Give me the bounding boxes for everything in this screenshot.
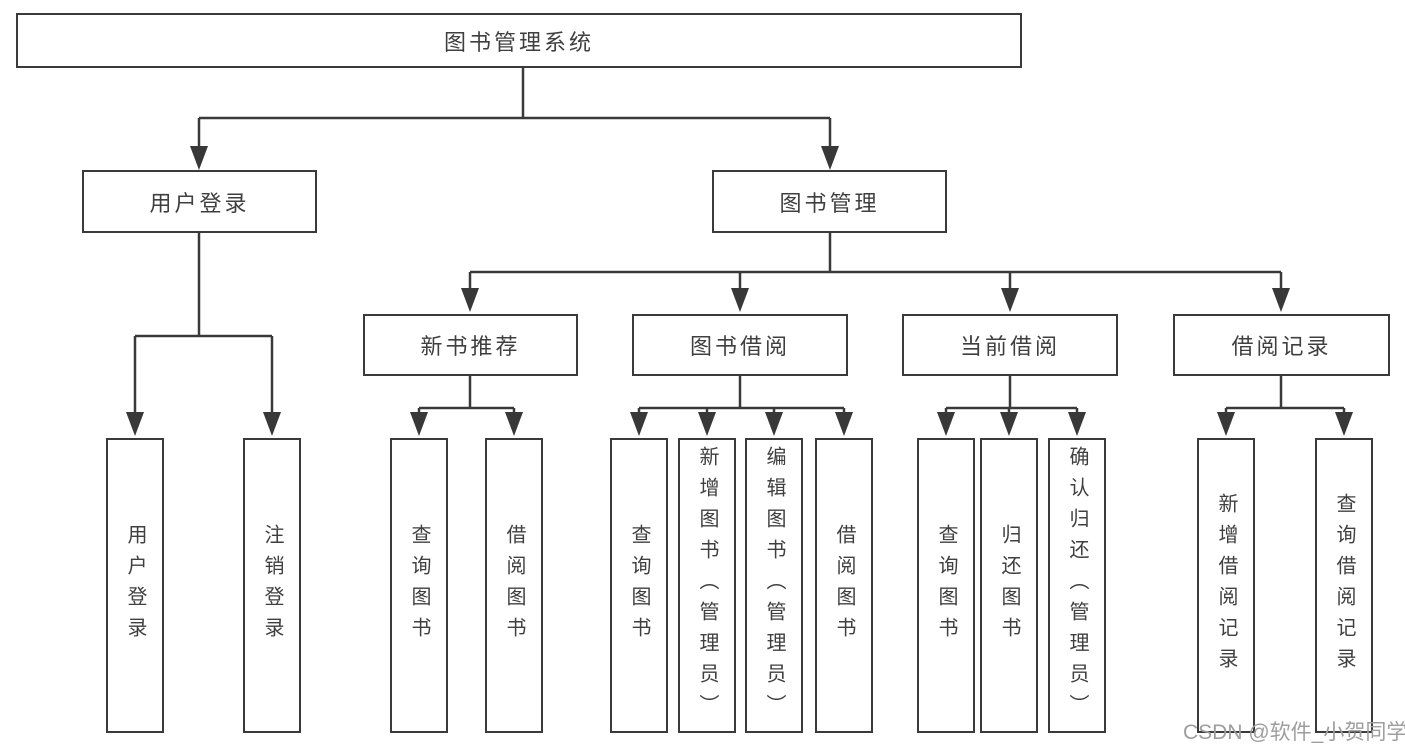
node-label: 确认归还（管理员） bbox=[1066, 446, 1088, 725]
node-borrowing-records: 借阅记录 bbox=[1173, 314, 1390, 376]
node-label: 借阅图书 bbox=[503, 523, 525, 648]
elbow-connectors bbox=[133, 68, 1346, 413]
leaf-query-borrow-record: 查询借阅记录 bbox=[1315, 438, 1373, 733]
node-label: 新增图书（管理员） bbox=[696, 446, 718, 725]
node-book-management: 图书管理 bbox=[712, 170, 947, 233]
node-label: 注销登录 bbox=[261, 523, 283, 648]
node-label: 当前借阅 bbox=[959, 334, 1060, 359]
node-label: 用户登录 bbox=[149, 190, 250, 216]
node-label: 图书借阅 bbox=[689, 334, 790, 359]
leaf-user-login: 用户登录 bbox=[106, 438, 164, 733]
node-library-management-system: 图书管理系统 bbox=[16, 13, 1022, 68]
leaf-query-books-recommend: 查询图书 bbox=[390, 438, 448, 733]
leaf-add-books-admin: 新增图书（管理员） bbox=[678, 438, 736, 733]
node-label: 图书管理系统 bbox=[443, 29, 594, 55]
leaf-confirm-return-admin: 确认归还（管理员） bbox=[1048, 438, 1106, 733]
leaf-edit-books-admin: 编辑图书（管理员） bbox=[745, 438, 803, 733]
leaf-query-books-borrowing: 查询图书 bbox=[610, 438, 668, 733]
node-label: 查询图书 bbox=[935, 523, 957, 648]
csdn-watermark: CSDN @软件_小贺同学 bbox=[1183, 721, 1405, 744]
leaf-borrow-books-borrowing: 借阅图书 bbox=[815, 438, 873, 733]
node-label: 编辑图书（管理员） bbox=[763, 446, 785, 725]
leaf-query-books-current: 查询图书 bbox=[917, 438, 975, 733]
node-book-borrowing: 图书借阅 bbox=[632, 314, 848, 376]
node-current-borrowing: 当前借阅 bbox=[902, 314, 1118, 376]
node-label: 归还图书 bbox=[998, 523, 1020, 648]
node-label: 借阅图书 bbox=[833, 523, 855, 648]
node-label: 图书管理 bbox=[779, 190, 880, 216]
node-label: 新增借阅记录 bbox=[1215, 492, 1237, 679]
arrowheads bbox=[126, 146, 1353, 436]
node-label: 用户登录 bbox=[124, 523, 146, 648]
node-new-book-recommendation: 新书推荐 bbox=[363, 314, 578, 376]
node-label: 查询图书 bbox=[408, 523, 430, 648]
node-label: 新书推荐 bbox=[420, 334, 521, 359]
node-label: 查询借阅记录 bbox=[1333, 492, 1355, 679]
leaf-borrow-books-recommend: 借阅图书 bbox=[485, 438, 543, 733]
leaf-return-books: 归还图书 bbox=[980, 438, 1038, 733]
node-label: 借阅记录 bbox=[1231, 334, 1332, 359]
leaf-add-borrow-record: 新增借阅记录 bbox=[1197, 438, 1255, 733]
node-label: 查询图书 bbox=[628, 523, 650, 648]
node-user-login: 用户登录 bbox=[82, 170, 317, 233]
leaf-logout: 注销登录 bbox=[243, 438, 301, 733]
